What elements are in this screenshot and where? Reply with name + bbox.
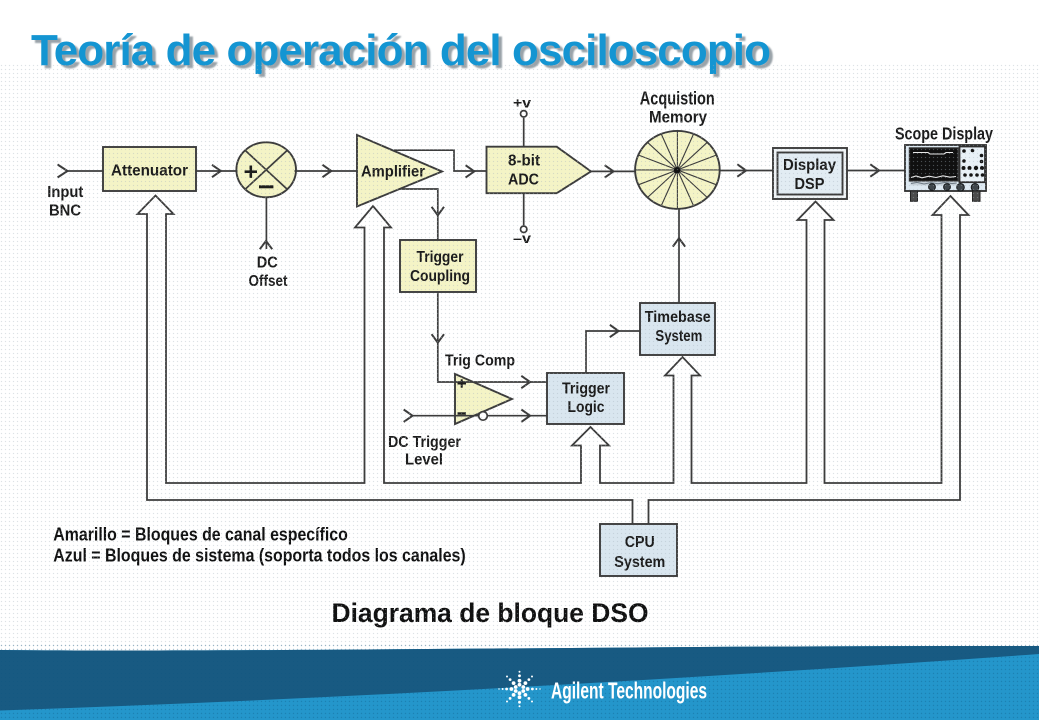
svg-text:Agilent Technologies: Agilent Technologies bbox=[551, 677, 707, 703]
